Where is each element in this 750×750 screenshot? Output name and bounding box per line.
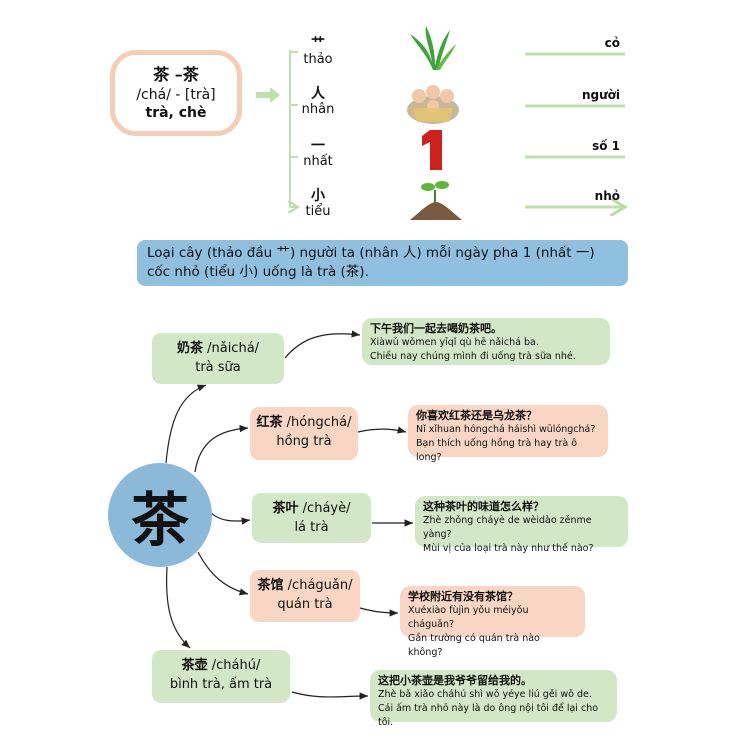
meaning-nguoi: người [581,88,620,102]
radical: 一 [311,138,325,154]
center-character: 茶 [108,463,212,567]
mnemonic-box: Loại cây (thảo đầu 艹) người ta (nhân 人) … [137,240,628,286]
radical-name: thảo [303,52,333,67]
people-image [407,85,459,124]
word-pinyin: /cháyè/ [302,501,351,516]
example-translation: Cái ấm trà nhỏ này là do ông nội tôi để … [378,703,599,728]
example-pinyin: Zhè zhǒng cháyè de wèidào zěnme yàng? [423,515,592,540]
radical-name: nhất [303,154,333,169]
example-hongcha: 你喜欢红茶还是乌龙茶？ Nǐ xǐhuan hóngchá háishì wūl… [408,405,608,463]
word-hanzi: 茶叶 [272,501,299,516]
example-hanzi: 学校附近有没有茶馆？ [408,590,518,603]
radical: 小 [311,188,325,204]
meaning-nho: nhỏ [594,189,620,203]
radical-name: tiểu [305,204,331,219]
word-pinyin: /hóngchá/ [286,415,352,430]
main-pinyin: /chá/ - [trà] [136,87,216,103]
example-translation: Chiều nay chúng mình đi uống trà sữa nhé… [370,351,576,362]
word-hanzi: 茶壶 [181,658,208,673]
grass-image [410,26,456,70]
word-pinyin: /nǎichá/ [207,341,260,356]
word-meaning: lá trà [294,520,329,535]
word-node-chahu: 茶壶 /cháhú/ bình trà, ấm trà [152,650,290,703]
word-pinyin: /cháhú/ [211,658,261,673]
example-pinyin: Nǐ xǐhuan hóngchá háishì wūlóngchá? [416,424,596,435]
word-node-naicha: 奶茶 /nǎichá/ trà sữa [152,333,284,384]
sprout-image [410,181,462,220]
component-nhat: 一 nhất [288,138,348,170]
main-character-card: 茶 –茶 /chá/ - [trà] trà, chè [110,50,242,136]
word-hanzi: 奶茶 [176,341,203,356]
radical-name: nhân [301,102,335,117]
example-chahu: 这把小茶壶是我爷爷留给我的。 Zhè bǎ xiǎo cháhú shì wǒ … [370,670,617,728]
word-hanzi: 茶馆 [257,578,284,593]
component-thao: 艹 thảo [288,36,348,68]
word-node-chaguan: 茶馆 /cháguǎn/ quán trà [250,570,360,622]
word-node-hongcha: 红茶 /hóngchá/ hồng trà [250,407,358,460]
example-pinyin: Zhè bǎ xiǎo cháhú shì wǒ yéye liú gěi wǒ… [378,689,592,700]
example-chaye: 这种茶叶的味道怎么样？ Zhè zhǒng cháyè de wèidào zě… [415,496,628,554]
component-nhan: 人 nhân [288,86,348,118]
example-chaguan: 学校附近有没有茶馆？ Xuéxiào fùjìn yǒu méiyǒu chág… [400,586,585,658]
example-hanzi: 这种茶叶的味道怎么样？ [423,500,544,513]
word-meaning: bình trà, ấm trà [169,677,273,692]
example-translation: Mùi vị của loại trà này như thế nào? [423,543,594,554]
word-meaning: trà sữa [195,360,241,375]
word-node-chaye: 茶叶 /cháyè/ lá trà [252,493,371,543]
radical: 人 [311,86,325,102]
example-pinyin: Xuéxiào fùjìn yǒu méiyǒu cháguǎn? [408,605,529,630]
example-hanzi: 下午我们一起去喝奶茶吧。 [370,322,502,335]
example-naicha: 下午我们一起去喝奶茶吧。 Xiàwǔ wǒmen yīqǐ qù hē nǎic… [362,318,610,365]
word-meaning: quán trà [277,597,333,612]
mnemonic-line-2: cốc nhỏ (tiểu 小) uống là trà (茶). [147,264,369,280]
radical: 艹 [311,36,325,52]
example-translation: Bạn thích uống hồng trà hay trà ô long? [416,438,578,463]
main-meaning: trà, chè [145,105,207,121]
word-pinyin: /cháguǎn/ [287,578,353,593]
word-meaning: hồng trà [276,434,332,449]
mnemonic-line-1: Loại cây (thảo đầu 艹) người ta (nhân 人) … [147,245,595,261]
main-hanzi: 茶 –茶 [153,65,199,84]
word-hanzi: 红茶 [256,415,283,430]
example-translation: Gần trường có quán trà nào không? [408,633,540,658]
example-hanzi: 这把小茶壶是我爷爷留给我的。 [378,674,532,687]
meaning-co: cỏ [604,36,620,50]
component-tieu: 小 tiểu [288,188,348,220]
number-one-image [422,130,442,170]
example-pinyin: Xiàwǔ wǒmen yīqǐ qù hē nǎichá ba. [370,337,539,348]
example-hanzi: 你喜欢红茶还是乌龙茶？ [416,409,537,422]
meaning-so1: số 1 [592,139,620,153]
